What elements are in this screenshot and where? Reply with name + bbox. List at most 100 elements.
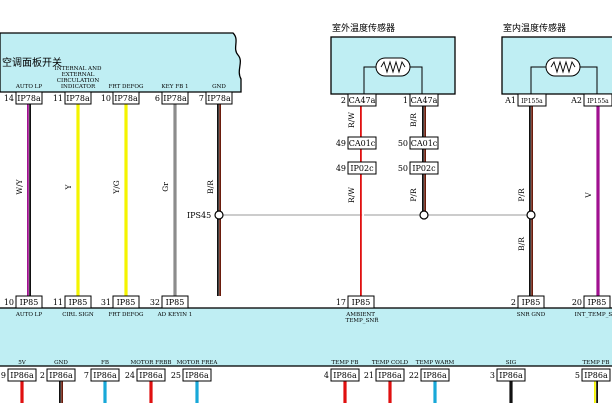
module-bottom-name-2: GND — [54, 360, 68, 366]
module-pin-1-box — [15, 295, 43, 309]
module-pin-name-1: AUTO LP — [15, 312, 43, 318]
module-pin-7-box — [583, 295, 611, 309]
inline-conn-2-num: 50 — [398, 139, 408, 148]
wire-code-10: P/R — [517, 188, 526, 202]
panel-pin-name-3: FRT DEFOG — [108, 84, 144, 90]
module-bottom-pin-5-box — [182, 368, 212, 382]
indoor-thermistor-icon — [530, 57, 598, 94]
module-bottom-pin-6-box — [330, 368, 360, 382]
panel-pin-4-code: IP78a — [163, 94, 187, 103]
wire-code-2: Y — [64, 183, 73, 190]
splice-point-3 — [526, 210, 536, 220]
wire-code-1: W/Y — [15, 178, 24, 194]
indoor-pin-1-code: IP155a — [521, 98, 543, 105]
outdoor-pin-1-box — [347, 93, 377, 107]
module-pin-6-code: IP85 — [522, 298, 541, 307]
inline-conn-3-num: 49 — [336, 164, 346, 173]
module-pin-1: IP85 10 — [4, 295, 43, 309]
outdoor-pin-1-num: 2 — [341, 96, 346, 105]
inline-conn-1-num: 49 — [336, 139, 346, 148]
module-bottom-pin-6-code: IP86a — [333, 371, 357, 380]
module-pin-6-box — [517, 295, 545, 309]
module-bottom-pin-4-code: IP86a — [139, 371, 163, 380]
module-pin-4-box — [161, 295, 189, 309]
wire-code-4: Gr — [161, 182, 170, 192]
ac-panel-title: 空调面板开关 — [2, 56, 62, 69]
module-pin-5-code: IP85 — [352, 298, 371, 307]
module-pin-5-box — [347, 295, 375, 309]
module-bottom-pin-9-num: 3 — [490, 371, 495, 380]
wire-code-11: B/R — [517, 237, 526, 251]
module-pin-name-2: CIRL SIGN — [62, 312, 94, 318]
module-bottom-pin-5-code: IP86a — [185, 371, 209, 380]
module-body — [0, 307, 612, 367]
panel-pin-name-1: AUTO LP — [15, 84, 43, 90]
module-bottom-pin-2-num: 2 — [40, 371, 45, 380]
inline-conn-4-code: IP02c — [412, 164, 436, 173]
module-bottom-pin-6-num: 4 — [324, 371, 329, 380]
module-bottom-pin-1: IP86a 9 — [1, 368, 37, 382]
module-bottom-pin-2-code: IP86a — [49, 371, 73, 380]
panel-pin-5-code: IP78a — [207, 94, 231, 103]
module-bottom-pin-6: IP86a 4 — [324, 368, 360, 382]
module-bottom-pin-8-box — [420, 368, 450, 382]
module-pin-name-3: FRT DEFOG — [108, 312, 144, 318]
module-bottom-pin-1-num: 9 — [1, 371, 6, 380]
wire-code-6: R/W — [347, 112, 356, 128]
wires-layer — [20, 104, 600, 403]
module-pin-1-num: 10 — [4, 298, 14, 307]
module-pin-7-num: 20 — [572, 298, 582, 307]
module-pin-3-code: IP85 — [117, 298, 136, 307]
wire-code-9: P/R — [409, 188, 418, 202]
module-pin-name-5b: TEMP_SNR — [345, 318, 379, 324]
inline-conn-3-box — [347, 161, 377, 175]
wire-code-3: Y/G — [112, 180, 121, 194]
module-pin-2-code: IP85 — [69, 298, 88, 307]
module-bottom-name-8: TEMP WARM — [416, 360, 455, 366]
module-bottom-pin-1-code: IP86a — [10, 371, 34, 380]
panel-pin-1-num: 14 — [4, 94, 14, 103]
module-pin-2-num: 11 — [53, 298, 63, 307]
panel-pin-3-code: IP78a — [114, 94, 138, 103]
panel-pin-5-num: 7 — [199, 94, 204, 103]
module-pin-2-box — [64, 295, 92, 309]
splice-point-1 — [214, 210, 224, 220]
panel-pin-2-code: IP78a — [66, 94, 90, 103]
inline-conn-4-box — [409, 161, 439, 175]
module-bottom-pin-3: IP86a 7 — [84, 368, 120, 382]
module-pin-4-num: 32 — [150, 298, 160, 307]
indoor-pin-1-num: A1 — [504, 96, 516, 105]
module-pin-name-5a: AMBIENT_ — [345, 312, 378, 318]
module-pin-4-code: IP85 — [166, 298, 185, 307]
wire-code-12: V — [584, 192, 593, 199]
module-pin-1-code: IP85 — [20, 298, 39, 307]
module-bottom-pin-8-code: IP86a — [423, 371, 447, 380]
module-bottom-pin-4-box — [136, 368, 166, 382]
module-bottom-name-1: 5V — [18, 360, 27, 366]
module-bottom-name-4: MOTOR FRBB — [131, 360, 172, 366]
module-bottom-pin-3-code: IP86a — [93, 371, 117, 380]
module-bottom-name-6: TEMP FB — [331, 360, 358, 366]
module-bottom-name-5: MOTOR FREA — [177, 360, 219, 366]
module-pin-name-4: AD KEYIN 1 — [157, 312, 193, 318]
module-bottom-pin-3-num: 7 — [84, 371, 89, 380]
module-bottom-pin-10-code: IP86a — [584, 371, 608, 380]
module-pin-5-num: 17 — [336, 298, 346, 307]
inline-conn-3-code: IP02c — [350, 164, 374, 173]
